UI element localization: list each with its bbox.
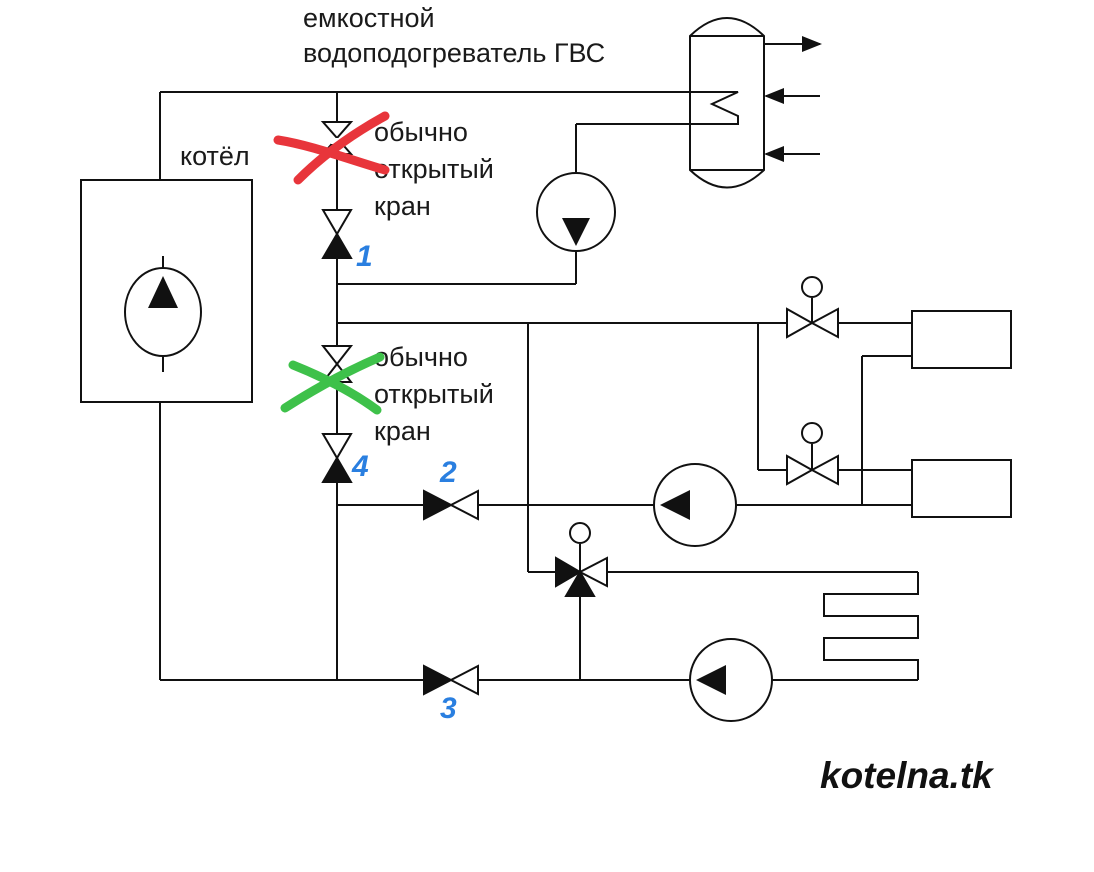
boiler-label: котёл (180, 141, 250, 171)
pump-hot-water (536, 172, 616, 252)
number-2: 2 (439, 456, 457, 489)
thermostatic-valve-top[interactable] (786, 276, 839, 339)
heater-label-line2: водоподогреватель ГВС (303, 38, 605, 68)
hot-water-tank (689, 17, 765, 189)
valve-b-label-line1: обычно (374, 342, 468, 372)
heater-label-line1: емкостной (303, 3, 435, 33)
three-way-mixing-valve[interactable] (555, 522, 608, 597)
valve-a-label-line3: кран (374, 191, 431, 221)
number-4: 4 (351, 450, 369, 483)
number-1: 1 (356, 240, 373, 273)
valve-4[interactable] (321, 433, 353, 483)
valve-a-label-line1: обычно (374, 117, 468, 147)
valve-a-label-line2: открытый (374, 154, 494, 184)
thermostatic-valve-bottom[interactable] (786, 422, 839, 486)
valve-b-label-line2: открытый (374, 379, 494, 409)
valve-1[interactable] (321, 209, 353, 259)
red-cross-mark (273, 111, 390, 185)
number-3: 3 (440, 692, 457, 725)
brand-watermark: kotelna.tk (820, 755, 995, 796)
valve-b-label-line3: кран (374, 416, 431, 446)
green-cross-mark (280, 352, 385, 415)
valve-3[interactable] (423, 664, 479, 696)
valve-2[interactable] (423, 489, 479, 521)
pump-radiators (653, 463, 737, 547)
radiator-top (911, 310, 1012, 369)
pump-floor-heating (689, 638, 773, 722)
radiator-bottom (911, 459, 1012, 518)
boiler (80, 179, 253, 403)
